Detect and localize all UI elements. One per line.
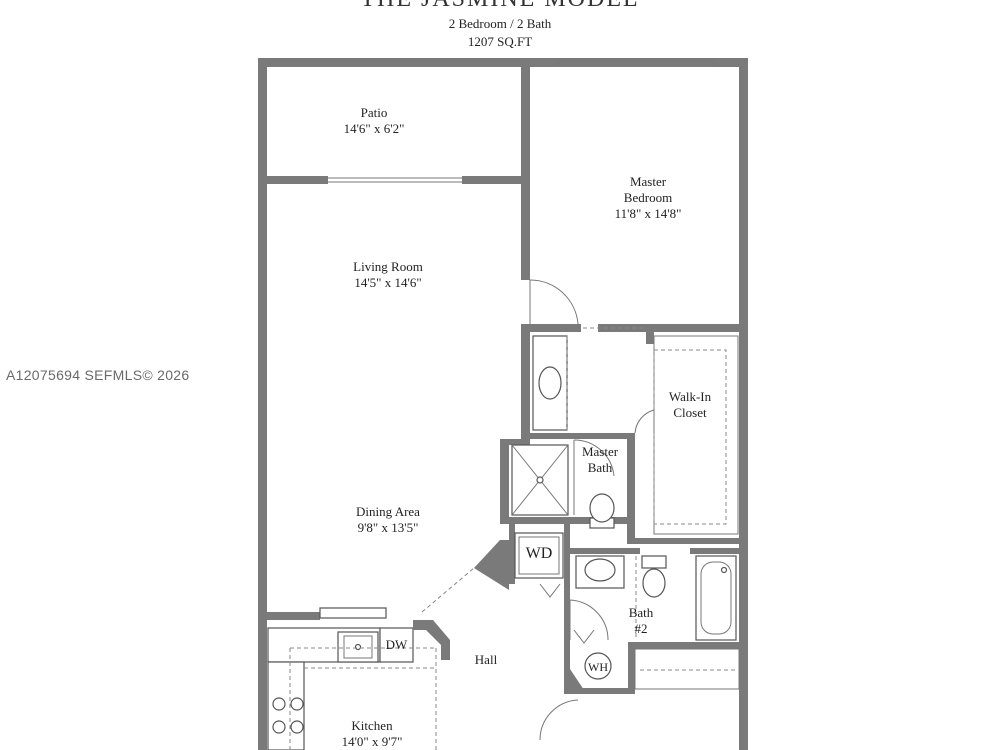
master-bath-name1: Master (581, 444, 619, 459)
kitchen-size: 14'0" x 9'7" (341, 734, 403, 749)
bath2-label: Bath #2 (616, 605, 666, 637)
master-bath-name2: Bath (587, 460, 613, 475)
openings (421, 567, 475, 613)
master-shower (511, 444, 569, 516)
master-bedroom-size: 11'8" x 14'8" (614, 206, 682, 221)
exterior-walls (258, 58, 748, 750)
walk-in-closet-name2: Closet (673, 405, 707, 420)
bath2-name1: Bath (628, 605, 654, 620)
kitchen-name: Kitchen (351, 718, 393, 733)
wd-label: WD (525, 545, 553, 562)
walk-in-closet-label: Walk-In Closet (650, 389, 730, 421)
walk-in-shelves (634, 335, 739, 535)
walk-in-closet-name1: Walk-In (668, 389, 712, 404)
wh-label: WH (588, 660, 608, 674)
dining-area-size: 9'8" x 13'5" (357, 520, 419, 535)
master-bedroom-label: Master Bedroom 11'8" x 14'8" (588, 174, 708, 222)
living-room-label: Living Room 14'5" x 14'6" (328, 259, 448, 291)
plan-area: 1207 SQ.FT (467, 34, 533, 49)
master-bedroom-name2: Bedroom (623, 190, 673, 205)
dining-area-label: Dining Area 9'8" x 13'5" (328, 504, 448, 536)
hall-label: Hall (474, 652, 498, 667)
wd-closet (514, 532, 564, 598)
patio-size: 14'6" x 6'2" (343, 121, 405, 136)
bath2-name2: #2 (634, 621, 648, 636)
bedroom-door (529, 279, 579, 325)
patio-label: Patio 14'6" x 6'2" (324, 105, 424, 137)
wh-closet (539, 648, 740, 741)
kitchen-fixtures (267, 607, 450, 750)
kitchen-label: Kitchen 14'0" x 9'7" (320, 718, 424, 750)
living-room-size: 14'5" x 14'6" (354, 275, 422, 290)
dining-area-name: Dining Area (356, 504, 420, 519)
master-bedroom-name1: Master (629, 174, 667, 189)
master-bath-label: Master Bath (570, 444, 630, 476)
plan-title: THE JASMINE MODEL (0, 0, 1000, 13)
mls-watermark: A12075694 SEFMLS© 2026 (6, 367, 190, 383)
dw-label: DW (385, 637, 408, 652)
patio-name: Patio (360, 105, 388, 120)
living-room-name: Living Room (353, 259, 423, 274)
master-toilet (573, 439, 615, 529)
interior-walls (474, 324, 748, 694)
sliding-doors (268, 60, 714, 183)
bath2-fixtures (569, 555, 737, 644)
master-vanity (532, 327, 644, 431)
plan-bed-bath: 2 Bedroom / 2 Bath (448, 16, 552, 31)
